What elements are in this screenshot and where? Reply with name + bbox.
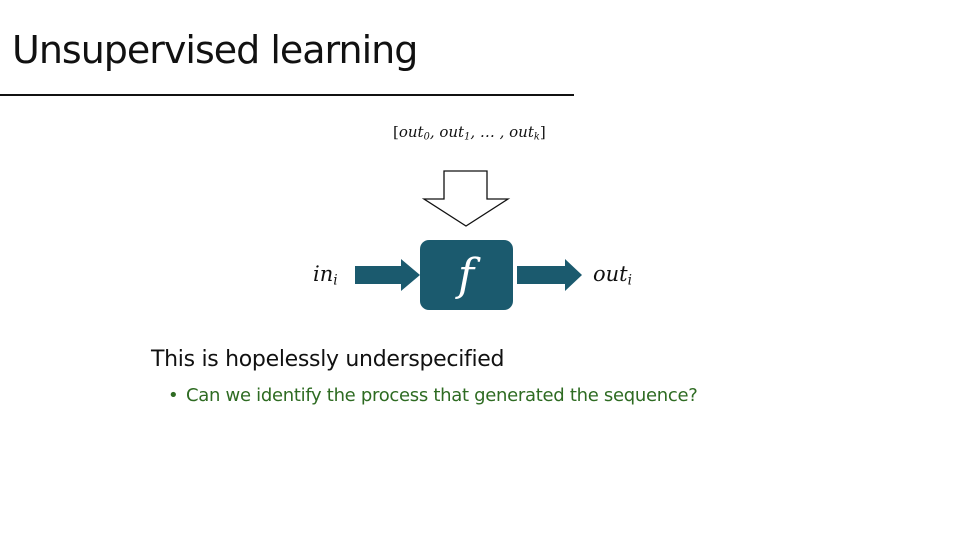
bullet-marker: •: [168, 385, 179, 406]
sequence-label: [out0, out1, … , outk]: [393, 123, 546, 142]
sequence-close-bracket: ]: [539, 123, 546, 141]
bullet-item: • Can we identify the process that genera…: [168, 385, 698, 406]
output-arrow-icon: [517, 259, 582, 291]
input-label: ini: [313, 262, 338, 289]
function-label: f: [457, 249, 475, 301]
output-label: outi: [593, 262, 632, 289]
title-underline: [0, 94, 574, 96]
sequence-item: out1, … ,: [439, 123, 510, 143]
function-box: [420, 240, 513, 310]
bullet-text: Can we identify the process that generat…: [186, 385, 698, 406]
body-heading: This is hopelessly underspecified: [151, 347, 505, 372]
input-arrow-icon: [355, 259, 420, 291]
sequence-item: outk: [509, 123, 540, 143]
sequence-open-bracket: [: [393, 123, 399, 141]
sequence-item: out0,: [398, 123, 440, 143]
slide-title: Unsupervised learning: [12, 28, 418, 72]
down-arrow-icon: [421, 170, 511, 227]
